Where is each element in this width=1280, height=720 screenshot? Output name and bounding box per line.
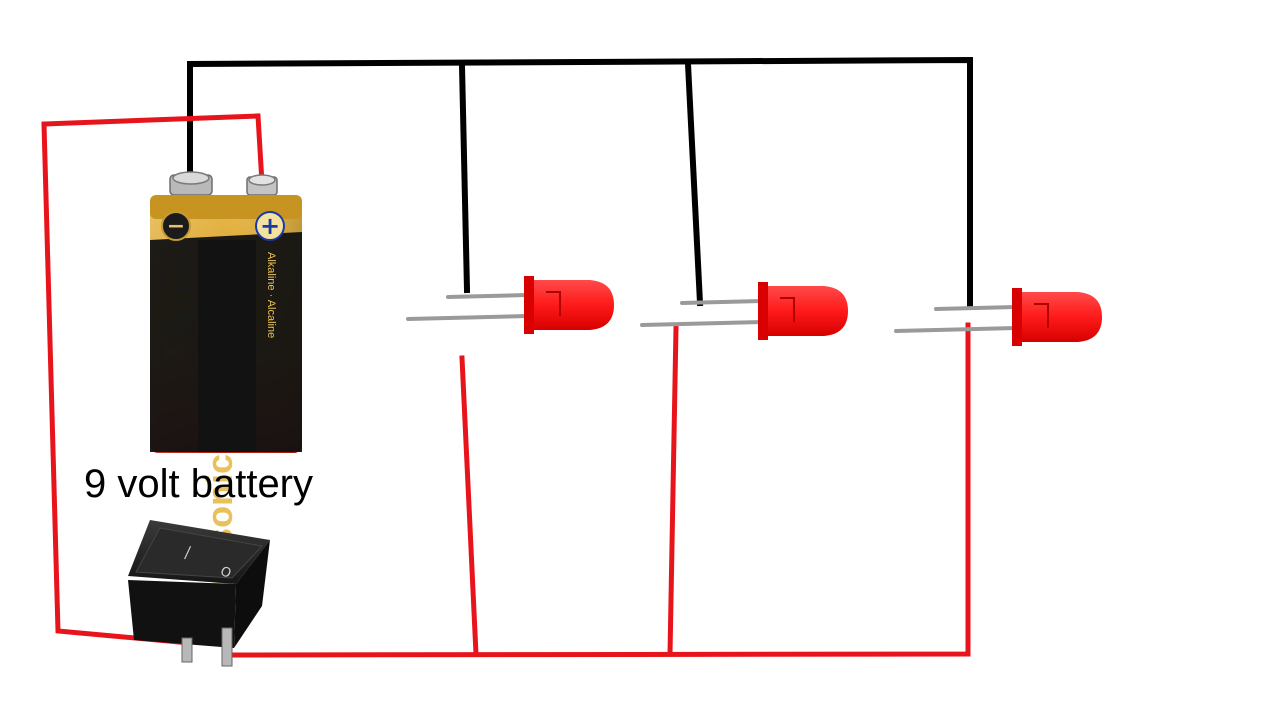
battery-fineprint-1: Not for Retail Trade / Pas pour la vente… [158,240,164,368]
positive-battery-to-switch-wire [41,113,265,646]
battery-type: Alkaline · Alcaline [265,252,277,338]
led-2-leads [640,299,764,327]
positive-wires [41,113,971,658]
led-3-leads [894,305,1018,333]
positive-terminal [246,174,278,196]
led-1-body [530,280,614,330]
battery-caption: 9 volt battery [84,462,314,506]
led-2-flange [758,282,768,340]
minus-symbol: − [167,214,185,239]
minus-marking [161,211,191,241]
rocker-switch-icon: | O [128,520,270,667]
negative-wires [187,56,973,308]
led-icon [406,276,614,334]
battery-model: 6LR61 · 9V [173,240,193,332]
led-2-body [764,286,848,336]
led-1-flange [524,276,534,334]
positive-branch-led-1 [459,355,479,657]
negative-main-wire [187,56,973,308]
plus-marking [255,211,285,241]
negative-terminal [169,171,213,196]
led-3-flange [1012,288,1022,346]
negative-branch-led-2 [684,60,704,307]
plus-symbol: + [260,212,280,240]
led-icon [640,282,848,340]
switch-on-symbol: | [182,544,193,560]
negative-branch-led-1 [458,62,471,294]
positive-branch-led-2 [667,325,679,657]
positive-bus-wire [227,322,971,658]
battery-fineprint-2: Industrial ALKALINE / ALCALINE · Industr… [188,240,195,383]
led-3-body [1018,292,1102,342]
led-1-leads [406,293,530,321]
switch-pin-2 [221,627,233,667]
switch-pin-1 [181,637,193,663]
led-icon [894,288,1102,346]
